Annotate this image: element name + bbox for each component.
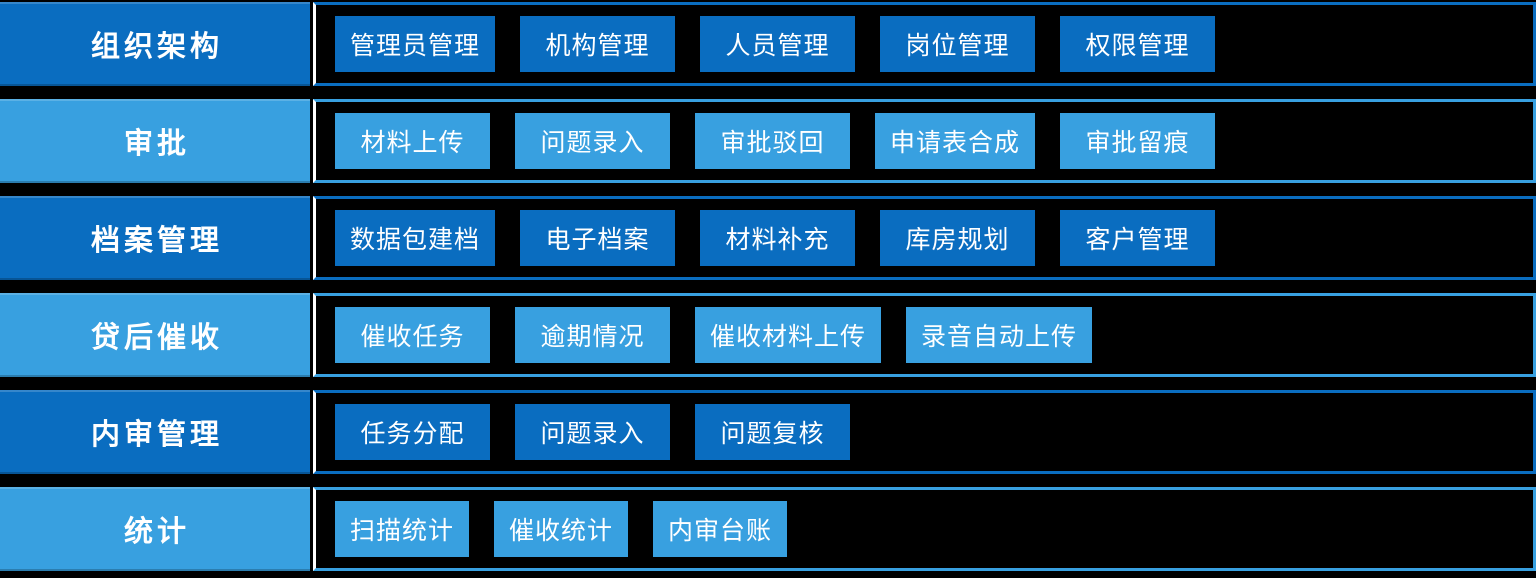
row-panel-approval: 材料上传 问题录入 审批驳回 申请表合成 审批留痕 — [313, 99, 1536, 183]
menu-button-warehouse-planning[interactable]: 库房规划 — [880, 210, 1036, 266]
menu-button-post-management[interactable]: 岗位管理 — [880, 16, 1036, 72]
menu-button-customer-management[interactable]: 客户管理 — [1060, 210, 1216, 266]
menu-button-overdue-status[interactable]: 逾期情况 — [515, 307, 670, 363]
menu-button-org-management[interactable]: 机构管理 — [520, 16, 676, 72]
menu-button-recording-auto-upload[interactable]: 录音自动上传 — [906, 307, 1093, 363]
menu-button-task-assignment[interactable]: 任务分配 — [335, 404, 490, 460]
menu-button-material-upload[interactable]: 材料上传 — [335, 113, 490, 169]
row-internal-audit: 内审管理 任务分配 问题录入 问题复核 — [0, 390, 1536, 474]
menu-button-data-package-filing[interactable]: 数据包建档 — [335, 210, 496, 266]
row-archive-management: 档案管理 数据包建档 电子档案 材料补充 库房规划 客户管理 — [0, 196, 1536, 280]
menu-button-admin-management[interactable]: 管理员管理 — [335, 16, 496, 72]
row-org-structure: 组织架构 管理员管理 机构管理 人员管理 岗位管理 权限管理 — [0, 2, 1536, 86]
row-label-post-loan-collection: 贷后催收 — [0, 293, 310, 377]
menu-button-application-form-compose[interactable]: 申请表合成 — [875, 113, 1036, 169]
row-label-org-structure: 组织架构 — [0, 2, 310, 86]
row-panel-post-loan-collection: 催收任务 逾期情况 催收材料上传 录音自动上传 — [313, 293, 1536, 377]
menu-button-personnel-management[interactable]: 人员管理 — [700, 16, 856, 72]
row-label-archive-management: 档案管理 — [0, 196, 310, 280]
menu-button-issue-entry-audit[interactable]: 问题录入 — [515, 404, 670, 460]
row-approval: 审批 材料上传 问题录入 审批驳回 申请表合成 审批留痕 — [0, 99, 1536, 183]
menu-button-material-supplement[interactable]: 材料补充 — [700, 210, 856, 266]
menu-button-issue-review[interactable]: 问题复核 — [695, 404, 850, 460]
menu-button-electronic-archive[interactable]: 电子档案 — [520, 210, 676, 266]
row-panel-statistics: 扫描统计 催收统计 内审台账 — [313, 487, 1536, 571]
row-label-statistics: 统计 — [0, 487, 310, 571]
menu-button-collection-statistics[interactable]: 催收统计 — [494, 501, 629, 557]
menu-button-approval-trace[interactable]: 审批留痕 — [1060, 113, 1216, 169]
row-label-approval: 审批 — [0, 99, 310, 183]
row-panel-internal-audit: 任务分配 问题录入 问题复核 — [313, 390, 1536, 474]
menu-button-scan-statistics[interactable]: 扫描统计 — [335, 501, 470, 557]
menu-button-issue-entry[interactable]: 问题录入 — [515, 113, 670, 169]
menu-button-collection-material-upload[interactable]: 催收材料上传 — [695, 307, 882, 363]
row-post-loan-collection: 贷后催收 催收任务 逾期情况 催收材料上传 录音自动上传 — [0, 293, 1536, 377]
menu-button-permission-management[interactable]: 权限管理 — [1060, 16, 1216, 72]
row-panel-org-structure: 管理员管理 机构管理 人员管理 岗位管理 权限管理 — [313, 2, 1536, 86]
menu-button-approval-reject[interactable]: 审批驳回 — [695, 113, 850, 169]
row-panel-archive-management: 数据包建档 电子档案 材料补充 库房规划 客户管理 — [313, 196, 1536, 280]
row-statistics: 统计 扫描统计 催收统计 内审台账 — [0, 487, 1536, 571]
menu-button-audit-ledger[interactable]: 内审台账 — [653, 501, 788, 557]
row-label-internal-audit: 内审管理 — [0, 390, 310, 474]
menu-button-collection-task[interactable]: 催收任务 — [335, 307, 490, 363]
